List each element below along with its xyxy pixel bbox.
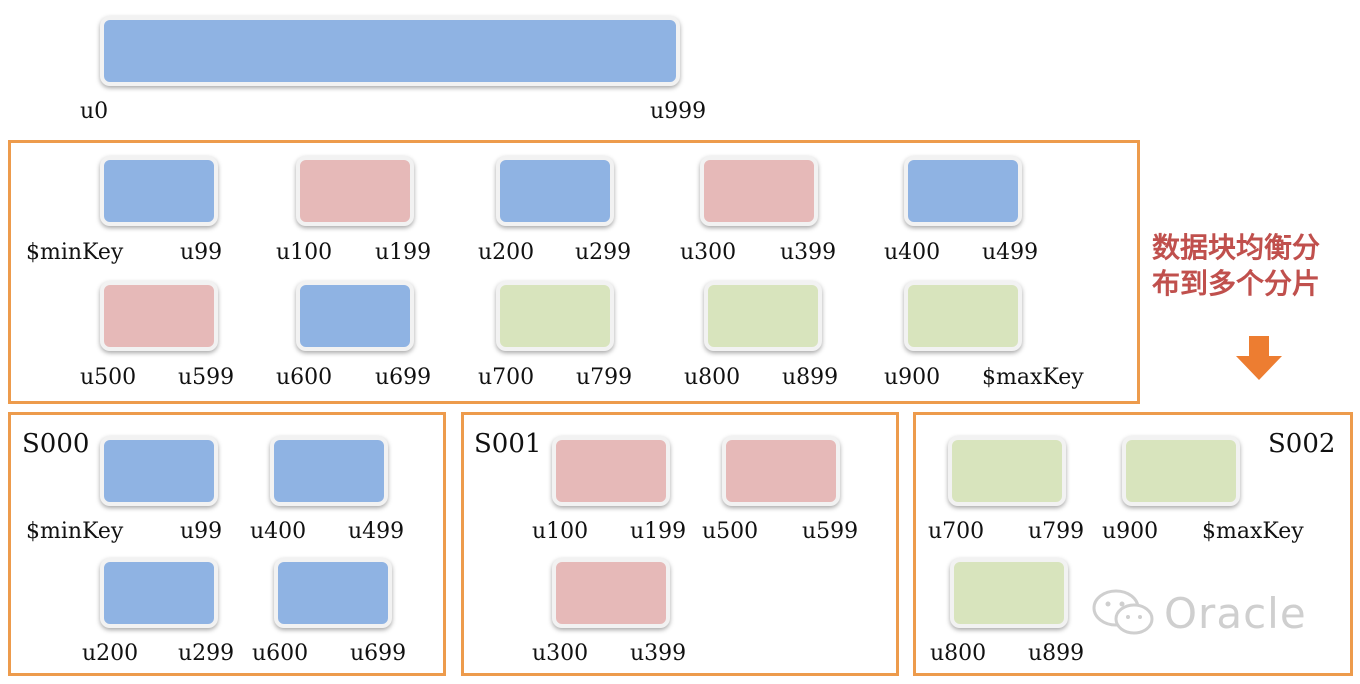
- s000-chunk-3: [274, 558, 392, 628]
- chunk-2-max: u299: [575, 240, 632, 265]
- chunk-9-min: u900: [884, 365, 941, 390]
- s002-chunk-2-max: u899: [1028, 641, 1085, 666]
- s002-chunk-1: [1122, 436, 1240, 506]
- s000-chunk-0-min: $minKey: [26, 519, 124, 544]
- s001-chunk-2-max: u399: [630, 641, 687, 666]
- s000-chunk-1-max: u499: [348, 519, 405, 544]
- chunk-1: [296, 156, 414, 226]
- s000-chunk-3-min: u600: [252, 641, 309, 666]
- chunk-list-frame: [8, 140, 1140, 404]
- chunk-4-max: u499: [982, 240, 1039, 265]
- chunk-3-max: u399: [780, 240, 837, 265]
- chunk-3-min: u300: [680, 240, 737, 265]
- chunk-5-min: u500: [80, 365, 137, 390]
- s000-chunk-1: [270, 436, 388, 506]
- shard-s001-name: S001: [474, 429, 542, 459]
- s001-chunk-2-min: u300: [532, 641, 589, 666]
- chunk-2-min: u200: [478, 240, 535, 265]
- chunk-0-min: $minKey: [26, 240, 124, 265]
- s000-chunk-0: [100, 436, 218, 506]
- shard-s000-name: S000: [22, 429, 90, 459]
- chunk-2: [496, 156, 614, 226]
- s001-chunk-2: [552, 558, 670, 628]
- chunk-3: [700, 156, 818, 226]
- wechat-icon: [1092, 589, 1154, 635]
- s001-chunk-1-min: u500: [702, 519, 759, 544]
- s002-chunk-0-max: u799: [1028, 519, 1085, 544]
- chunk-8-min: u800: [684, 365, 741, 390]
- chunk-6: [296, 281, 414, 351]
- chunk-4: [904, 156, 1022, 226]
- chunk-4-min: u400: [884, 240, 941, 265]
- chunk-0-max: u99: [180, 240, 223, 265]
- chunk-1-min: u100: [276, 240, 333, 265]
- s002-chunk-0-min: u700: [928, 519, 985, 544]
- s002-chunk-2-min: u800: [930, 641, 987, 666]
- arrow-down-icon: [1236, 336, 1282, 380]
- s001-chunk-1-max: u599: [802, 519, 859, 544]
- s000-chunk-2-min: u200: [82, 641, 139, 666]
- chunk-7-max: u799: [576, 365, 633, 390]
- chunk-7-min: u700: [478, 365, 535, 390]
- chunk-6-min: u600: [276, 365, 333, 390]
- s000-chunk-1-min: u400: [250, 519, 307, 544]
- s001-chunk-0-max: u199: [630, 519, 687, 544]
- s001-chunk-0: [552, 436, 670, 506]
- caption-line-1: 数据块均衡分: [1152, 231, 1321, 264]
- s002-chunk-1-max: $maxKey: [1202, 519, 1304, 544]
- s001-chunk-1: [722, 436, 840, 506]
- full-range-bar: [100, 16, 680, 86]
- s000-chunk-0-max: u99: [180, 519, 223, 544]
- chunk-7: [496, 281, 614, 351]
- chunk-9: [904, 281, 1022, 351]
- s002-chunk-1-min: u900: [1102, 519, 1159, 544]
- chunk-5-max: u599: [178, 365, 235, 390]
- chunk-8: [704, 281, 822, 351]
- s000-chunk-2: [100, 558, 218, 628]
- range-start-label: u0: [80, 99, 109, 124]
- chunk-0: [100, 156, 218, 226]
- shard-s002-frame: [913, 412, 1353, 676]
- shard-s001-frame: [461, 412, 899, 676]
- chunk-5: [100, 281, 218, 351]
- s002-chunk-2: [950, 558, 1068, 628]
- chunk-6-max: u699: [375, 365, 432, 390]
- chunk-8-max: u899: [782, 365, 839, 390]
- s002-chunk-0: [948, 436, 1066, 506]
- chunk-9-max: $maxKey: [982, 365, 1084, 390]
- balance-caption: 数据块均衡分 布到多个分片: [1152, 230, 1352, 302]
- shard-s000-frame: [8, 412, 446, 676]
- s001-chunk-0-min: u100: [532, 519, 589, 544]
- shard-s002-name: S002: [1268, 429, 1336, 459]
- s000-chunk-2-max: u299: [178, 641, 235, 666]
- watermark: Oracle: [1090, 588, 1307, 638]
- chunk-1-max: u199: [375, 240, 432, 265]
- range-end-label: u999: [650, 99, 707, 124]
- watermark-text: Oracle: [1164, 588, 1307, 638]
- s000-chunk-3-max: u699: [350, 641, 407, 666]
- caption-line-2: 布到多个分片: [1152, 267, 1321, 300]
